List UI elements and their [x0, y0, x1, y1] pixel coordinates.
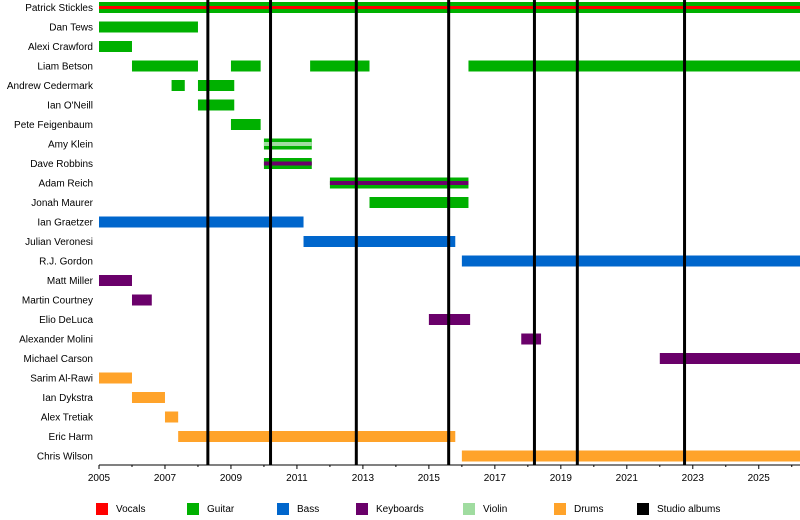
bar-dave-robbins-0-keyboards	[263, 161, 312, 166]
member-name-elio-deluca: Elio DeLuca	[39, 315, 93, 326]
bar-liam-betson-0	[131, 60, 198, 72]
bar-martin-courtney-0	[131, 294, 152, 306]
bar-chris-wilson-0	[461, 450, 800, 462]
legend-swatch-keyboards	[356, 503, 368, 515]
member-name-jonah-maurer: Jonah Maurer	[31, 198, 93, 209]
bar-amy-klein-0-violin	[263, 142, 312, 146]
x-tick-label-2021: 2021	[616, 473, 639, 484]
legend-swatch-guitar	[187, 503, 199, 515]
x-tick-label-2013: 2013	[352, 473, 375, 484]
x-tick-label-2019: 2019	[550, 473, 573, 484]
member-name-martin-courtney: Martin Courtney	[22, 296, 93, 307]
legend-label-violin: Violin	[483, 503, 508, 515]
member-name-liam-betson: Liam Betson	[37, 62, 93, 73]
legend: Vocals Guitar Bass Keyboards Violin Drum…	[0, 498, 800, 520]
bar-ian-o-neill-0	[197, 99, 235, 111]
member-name-ian-dykstra: Ian Dykstra	[42, 393, 93, 404]
bar-alexi-crawford-0	[99, 41, 132, 52]
bar-alex-tretiak-0	[164, 411, 179, 423]
member-name-andrew-cedermark: Andrew Cedermark	[7, 81, 94, 92]
member-name-r-j-gordon: R.J. Gordon	[39, 257, 93, 268]
legend-item-violin: Violin	[463, 503, 507, 515]
legend-label-guitar: Guitar	[207, 503, 235, 515]
member-name-sarim-al-rawi: Sarim Al-Rawi	[30, 374, 93, 385]
member-name-eric-harm: Eric Harm	[49, 432, 93, 443]
bar-ian-graetzer-0	[99, 216, 304, 228]
bar-julian-veronesi-0	[303, 236, 456, 247]
member-name-julian-veronesi: Julian Veronesi	[25, 237, 93, 248]
legend-label-studio-albums: Studio albums	[657, 503, 721, 515]
legend-item-studio-albums: Studio albums	[637, 503, 720, 515]
bar-adam-reich-0-keyboards	[329, 181, 469, 185]
x-axis: 2005 2007 2009 2011 2013 2015 2017 2019 2021 2023…	[88, 464, 800, 484]
member-name-matt-miller: Matt Miller	[47, 276, 94, 287]
legend-item-drums: Drums	[554, 503, 603, 515]
legend-swatch-violin	[463, 503, 475, 515]
member-name-alex-tretiak: Alex Tretiak	[41, 413, 94, 424]
album-lines	[206, 0, 687, 465]
x-tick-label-2011: 2011	[286, 473, 308, 484]
member-name-dave-robbins: Dave Robbins	[30, 159, 93, 170]
bar-liam-betson-2	[310, 60, 370, 72]
x-tick-label-2005: 2005	[88, 473, 111, 484]
legend-label-bass: Bass	[297, 503, 320, 515]
bar-eric-harm-0	[178, 431, 456, 442]
bar-liam-betson-3	[468, 60, 800, 72]
member-name-patrick-stickles: Patrick Stickles	[25, 3, 93, 14]
x-tick-label-2025: 2025	[748, 473, 771, 484]
legend-swatch-bass	[277, 503, 289, 515]
bar-r-j-gordon-0	[461, 255, 800, 267]
bar-matt-miller-0	[99, 275, 132, 286]
x-tick-label-2007: 2007	[154, 473, 177, 484]
member-name-amy-klein: Amy Klein	[48, 140, 93, 151]
legend-item-bass: Bass	[277, 503, 319, 515]
bar-sarim-al-rawi-0	[99, 372, 132, 384]
bar-michael-carson-0	[659, 353, 800, 364]
bar-liam-betson-1	[230, 60, 261, 72]
bar-andrew-cedermark-1	[197, 80, 235, 91]
legend-item-guitar: Guitar	[187, 503, 234, 515]
member-name-dan-tews: Dan Tews	[49, 23, 93, 34]
legend-label-drums: Drums	[574, 503, 604, 515]
bar-ian-dykstra-0	[131, 392, 165, 403]
x-tick-label-2023: 2023	[682, 473, 705, 484]
bar-alexander-molini-0	[521, 333, 542, 345]
bar-pete-feigenbaum-0	[230, 119, 261, 130]
legend-label-vocals: Vocals	[116, 503, 146, 515]
member-name-ian-graetzer: Ian Graetzer	[37, 218, 93, 229]
member-name-alexander-molini: Alexander Molini	[19, 335, 93, 346]
legend-label-keyboards: Keyboards	[376, 503, 424, 515]
member-name-michael-carson: Michael Carson	[24, 354, 93, 365]
bar-dan-tews-0	[99, 21, 198, 33]
member-name-adam-reich: Adam Reich	[39, 179, 93, 190]
legend-item-keyboards: Keyboards	[356, 503, 424, 515]
x-tick-label-2017: 2017	[484, 473, 507, 484]
legend-item-vocals: Vocals	[96, 503, 145, 515]
member-name-pete-feigenbaum: Pete Feigenbaum	[14, 120, 93, 131]
member-name-ian-o-neill: Ian O'Neill	[47, 101, 93, 112]
x-tick-label-2015: 2015	[418, 473, 441, 484]
member-name-alexi-crawford: Alexi Crawford	[28, 42, 93, 53]
member-name-chris-wilson: Chris Wilson	[37, 452, 93, 463]
legend-swatch-drums	[554, 503, 566, 515]
x-tick-label-2009: 2009	[220, 473, 243, 484]
bar-andrew-cedermark-0	[171, 80, 185, 91]
bar-jonah-maurer-0	[369, 197, 469, 208]
legend-swatch-studio-albums	[637, 503, 649, 515]
legend-swatch-vocals	[96, 503, 108, 515]
